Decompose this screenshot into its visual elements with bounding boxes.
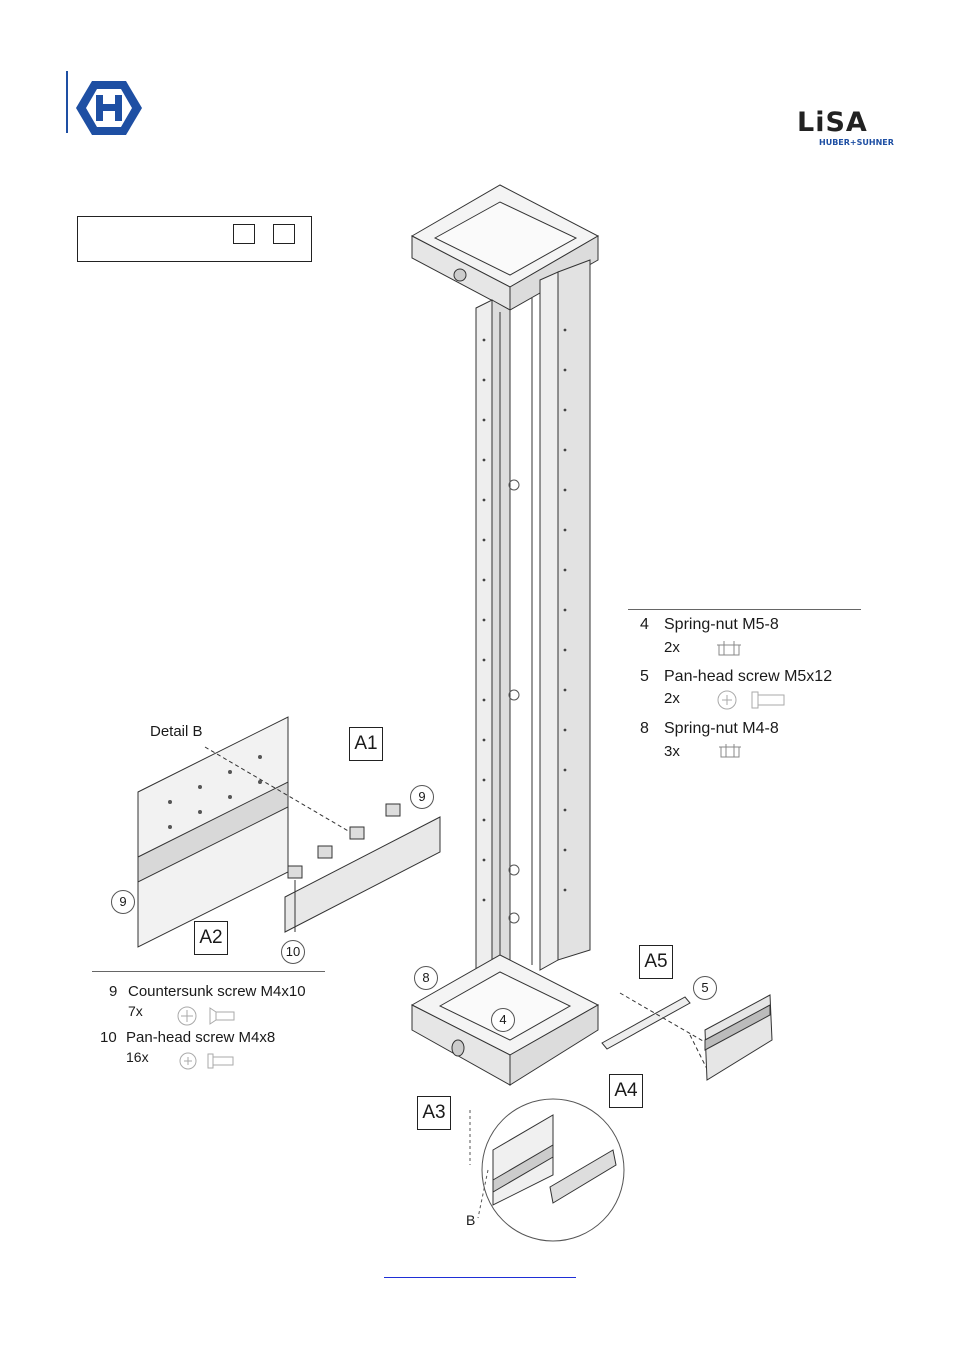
detail-b-label: B bbox=[466, 1212, 476, 1228]
detail-b-circle bbox=[481, 1098, 625, 1242]
detail-b-illustration bbox=[137, 716, 441, 948]
legend-right-label-4: Spring-nut M5-8 bbox=[664, 616, 779, 633]
legend-right-qty-4: 2x bbox=[664, 639, 680, 656]
legend-right-num-5: 5 bbox=[640, 668, 649, 685]
footer-link[interactable] bbox=[384, 1263, 576, 1278]
detail-b-leader bbox=[469, 1110, 489, 1219]
circle-5: 5 bbox=[693, 976, 717, 1000]
rack-illustration bbox=[410, 184, 600, 1086]
legend-left-num-9: 9 bbox=[109, 983, 118, 1000]
legend-right-label-8: Spring-nut M4-8 bbox=[664, 720, 779, 737]
pan-head-screw-icon bbox=[717, 690, 785, 710]
circle-4: 4 bbox=[491, 1008, 515, 1032]
pan-head-screw-icon bbox=[179, 1052, 234, 1070]
lisa-logo: LiSA HUBER+SUHNER bbox=[797, 107, 894, 152]
legend-left-label-10: Pan-head screw M4x8 bbox=[126, 1029, 276, 1046]
checkbox-1[interactable] bbox=[233, 224, 255, 244]
callout-a1: A1 bbox=[349, 727, 383, 761]
callout-a2: A2 bbox=[194, 921, 228, 955]
circle-9b: 9 bbox=[111, 890, 135, 914]
legend-right-num-4: 4 bbox=[640, 616, 649, 633]
circle-8: 8 bbox=[414, 966, 438, 990]
lisa-brand: LiSA bbox=[797, 107, 868, 138]
legend-right-num-8: 8 bbox=[640, 720, 649, 737]
legend-left-rule bbox=[92, 971, 325, 972]
legend-right-label-5: Pan-head screw M5x12 bbox=[664, 668, 833, 685]
callout-a5: A5 bbox=[639, 945, 673, 979]
legend-left-qty-10: 16x bbox=[126, 1049, 149, 1065]
circle-9a: 9 bbox=[410, 785, 434, 809]
countersunk-screw-icon bbox=[177, 1006, 235, 1026]
callout-a4: A4 bbox=[609, 1074, 643, 1108]
callout-a3: A3 bbox=[417, 1096, 451, 1130]
checkbox-2[interactable] bbox=[273, 224, 295, 244]
legend-left-qty-9: 7x bbox=[128, 1003, 143, 1019]
spring-nut-icon bbox=[717, 641, 741, 656]
header-rule bbox=[66, 71, 68, 133]
detail-title: Detail B bbox=[150, 723, 203, 740]
circle-10: 10 bbox=[281, 940, 305, 964]
huber-suhner-logo bbox=[76, 81, 142, 135]
title-box bbox=[77, 216, 312, 262]
legend-left-label-9: Countersunk screw M4x10 bbox=[128, 983, 306, 1000]
legend-right-rule bbox=[628, 609, 861, 610]
lisa-sub: HUBER+SUHNER bbox=[819, 138, 894, 147]
bracket-illustration bbox=[601, 992, 773, 1081]
legend-right-qty-5: 2x bbox=[664, 690, 680, 707]
legend-right-qty-8: 3x bbox=[664, 743, 680, 760]
legend-left-num-10: 10 bbox=[100, 1029, 117, 1046]
spring-nut-icon bbox=[719, 744, 741, 758]
